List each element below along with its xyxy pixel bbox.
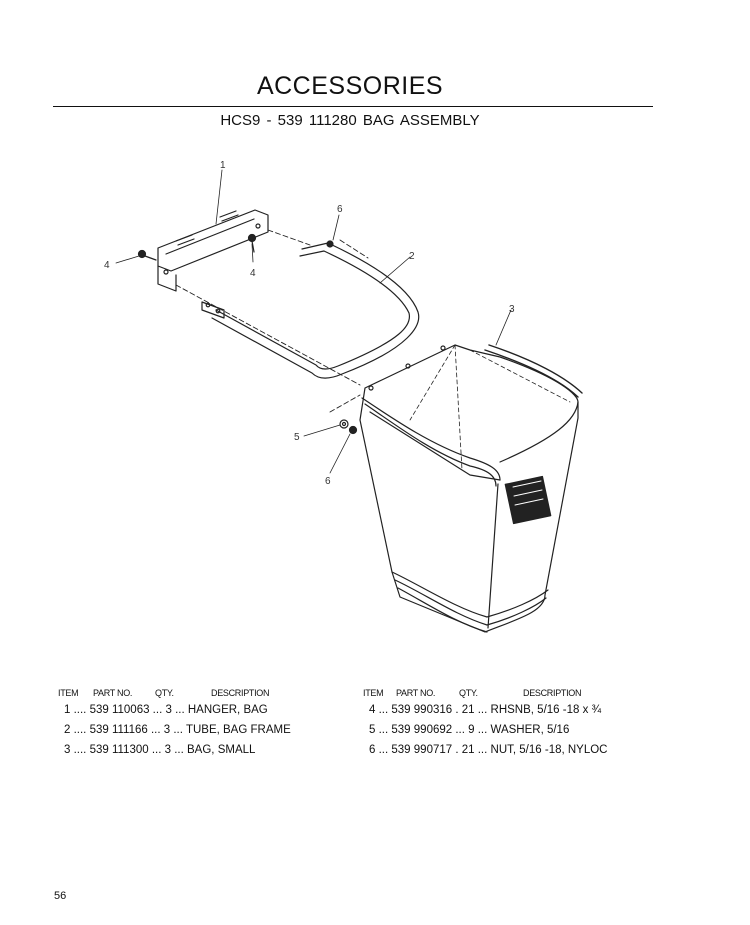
- callout-6-bottom: 6: [325, 476, 331, 487]
- parts-header: ITEM PART NO. QTY. DESCRIPTION: [58, 688, 291, 704]
- assembly-subtitle: HCS9 - 539 111280 BAG ASSEMBLY: [220, 112, 480, 129]
- callout-labels: 1 2 3 4 4 5 6 6: [104, 160, 515, 487]
- parts-row: 3 .... 539 111300 ... 3 ... BAG, SMALL: [64, 744, 256, 756]
- parts-row: 1 .... 539 110063 ... 3 ... HANGER, BAG: [64, 704, 268, 716]
- callout-6-top: 6: [337, 204, 343, 215]
- bag-drawing: [359, 344, 583, 633]
- callout-1: 1: [220, 160, 226, 171]
- col-item: ITEM: [363, 688, 384, 698]
- callout-3: 3: [509, 304, 515, 315]
- callout-2: 2: [409, 251, 415, 262]
- callout-5: 5: [294, 432, 300, 443]
- col-qty: QTY.: [459, 688, 478, 698]
- col-description: DESCRIPTION: [523, 688, 582, 698]
- col-description: DESCRIPTION: [211, 688, 270, 698]
- parts-row: 5 ... 539 990692 ... 9 ... WASHER, 5/16: [369, 724, 570, 736]
- title-rule: [53, 106, 653, 107]
- callout-4-left: 4: [104, 260, 110, 271]
- hardware-drawing: [137, 233, 358, 435]
- parts-list-right: ITEM PART NO. QTY. DESCRIPTION 4 ... 539…: [363, 688, 608, 764]
- col-item: ITEM: [58, 688, 79, 698]
- parts-header: ITEM PART NO. QTY. DESCRIPTION: [363, 688, 608, 704]
- page-title: ACCESSORIES: [256, 72, 444, 100]
- parts-row: 4 ... 539 990316 . 21 ... RHSNB, 5/16 -1…: [369, 704, 602, 716]
- col-qty: QTY.: [155, 688, 174, 698]
- bag-assembly-diagram: 1 2 3 4 4 5 6 6: [104, 160, 583, 633]
- callout-4-center: 4: [250, 268, 256, 279]
- col-part-no: PART NO.: [93, 688, 133, 698]
- page-number: 56: [54, 890, 67, 902]
- parts-row: 2 .... 539 111166 ... 3 ... TUBE, BAG FR…: [64, 724, 291, 736]
- bag-frame-tube-drawing: [201, 242, 420, 379]
- parts-row: 6 ... 539 990717 . 21 ... NUT, 5/16 -18,…: [369, 744, 608, 756]
- col-part-no: PART NO.: [396, 688, 436, 698]
- parts-list-left: ITEM PART NO. QTY. DESCRIPTION 1 .... 53…: [58, 688, 291, 764]
- leader-lines: [115, 169, 512, 474]
- hanger-bracket-drawing: [157, 209, 269, 292]
